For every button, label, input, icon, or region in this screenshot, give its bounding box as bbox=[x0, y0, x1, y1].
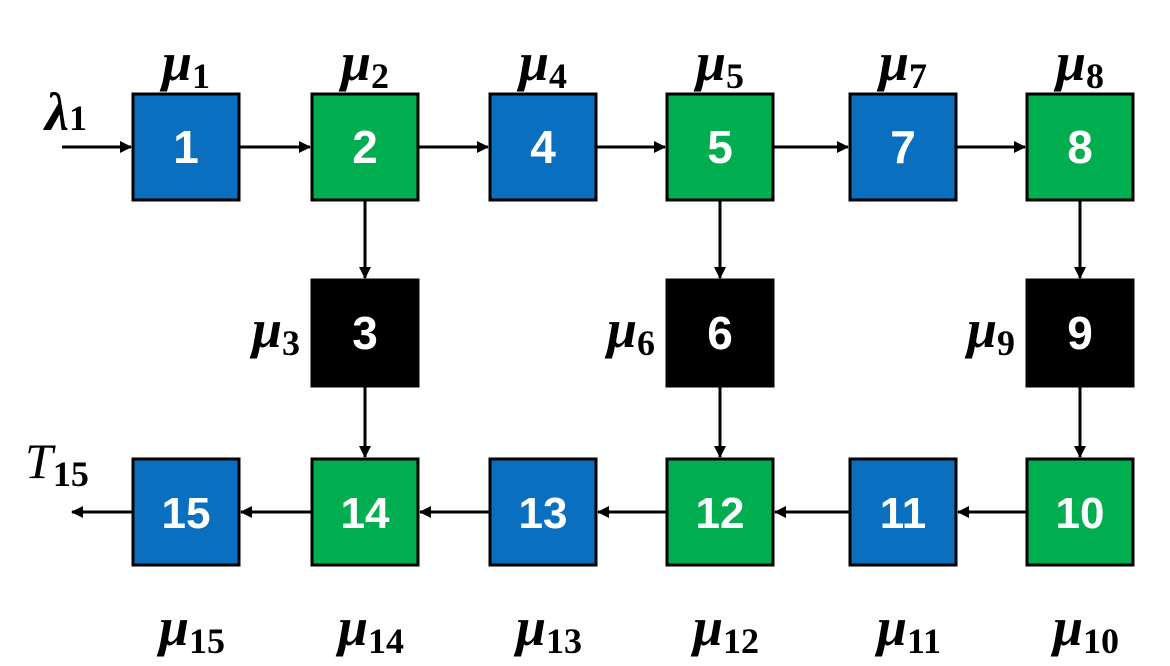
node-label: 6 bbox=[707, 307, 733, 359]
service-rate-label-3: μ3 bbox=[249, 299, 300, 363]
service-rate-label-14: μ14 bbox=[335, 597, 404, 661]
node-11: 11 bbox=[848, 457, 958, 567]
service-rate-label-2: μ2 bbox=[338, 32, 389, 96]
node-5: 5 bbox=[665, 92, 775, 202]
service-rate-label-13: μ13 bbox=[513, 597, 582, 661]
node-14: 14 bbox=[310, 457, 420, 567]
node-10: 10 bbox=[1025, 457, 1135, 567]
service-rate-label-6: μ6 bbox=[604, 299, 655, 363]
service-rate-label-15: μ15 bbox=[156, 597, 225, 661]
node-box bbox=[848, 457, 958, 567]
service-rate-label-11: μ11 bbox=[874, 597, 941, 661]
node-label: 9 bbox=[1067, 307, 1093, 359]
node-4: 4 bbox=[488, 92, 598, 202]
node-15: 15 bbox=[131, 457, 241, 567]
node-box bbox=[848, 92, 958, 202]
node-box bbox=[1025, 457, 1135, 567]
node-box bbox=[310, 457, 420, 567]
node-7: 7 bbox=[848, 92, 958, 202]
node-13: 13 bbox=[488, 457, 598, 567]
service-rate-label-9: μ9 bbox=[964, 299, 1015, 363]
edges-layer bbox=[62, 141, 1086, 518]
service-rate-label-12: μ12 bbox=[690, 597, 759, 661]
node-box bbox=[1025, 278, 1135, 388]
node-box bbox=[310, 278, 420, 388]
throughput-label: T15 bbox=[25, 433, 89, 494]
node-9: 9 bbox=[1025, 278, 1135, 388]
node-label: 1 bbox=[173, 121, 199, 173]
node-3: 3 bbox=[310, 278, 420, 388]
node-6: 6 bbox=[665, 278, 775, 388]
node-label: 11 bbox=[880, 489, 927, 538]
service-rate-label-10: μ10 bbox=[1050, 597, 1119, 661]
node-12: 12 bbox=[665, 457, 775, 567]
arrival-rate-label: λ1 bbox=[43, 82, 87, 142]
node-2: 2 bbox=[310, 92, 420, 202]
service-rate-label-1: μ1 bbox=[159, 32, 210, 96]
node-box bbox=[131, 457, 241, 567]
node-label: 13 bbox=[519, 489, 568, 538]
node-box bbox=[665, 278, 775, 388]
node-box bbox=[488, 457, 598, 567]
node-label: 5 bbox=[707, 121, 733, 173]
service-rate-label-8: μ8 bbox=[1053, 32, 1104, 96]
node-box bbox=[665, 92, 775, 202]
node-box bbox=[488, 92, 598, 202]
node-box bbox=[1025, 92, 1135, 202]
node-label: 7 bbox=[890, 121, 916, 173]
service-rate-label-7: μ7 bbox=[876, 32, 927, 96]
node-8: 8 bbox=[1025, 92, 1135, 202]
node-label: 2 bbox=[352, 121, 378, 173]
node-1: 1 bbox=[131, 92, 241, 202]
node-label: 14 bbox=[341, 489, 390, 538]
node-box bbox=[310, 92, 420, 202]
node-label: 4 bbox=[530, 121, 556, 173]
node-box bbox=[131, 92, 241, 202]
service-rate-label-5: μ5 bbox=[693, 32, 744, 96]
node-box bbox=[665, 457, 775, 567]
node-label: 8 bbox=[1067, 121, 1093, 173]
node-label: 10 bbox=[1056, 489, 1105, 538]
node-label: 12 bbox=[696, 489, 745, 538]
node-label: 15 bbox=[162, 489, 211, 538]
node-label: 3 bbox=[352, 307, 378, 359]
service-rate-label-4: μ4 bbox=[516, 32, 567, 96]
